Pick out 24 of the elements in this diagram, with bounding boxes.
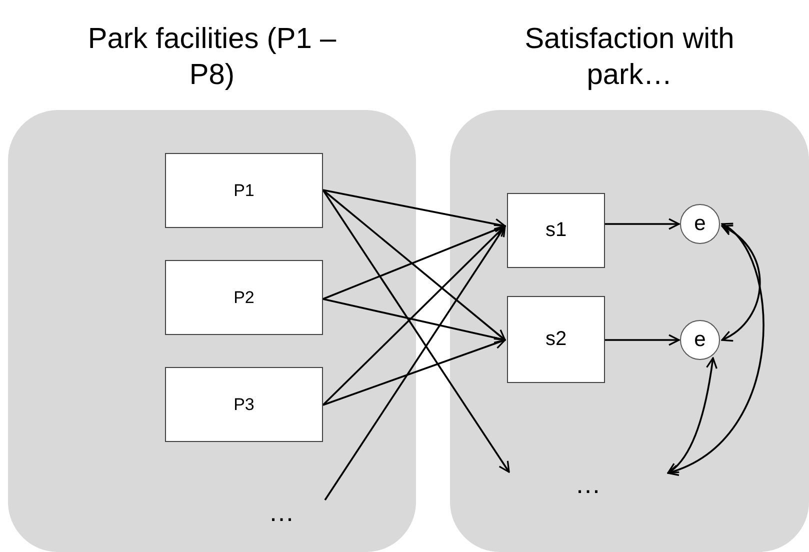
group-heading: Satisfaction with park…: [524, 22, 736, 93]
variable-box: s2: [507, 296, 605, 383]
arrow: [322, 224, 506, 300]
arrow: [605, 218, 680, 230]
arrow: [322, 189, 506, 341]
arrow: [605, 334, 680, 346]
arrow: [322, 189, 506, 230]
error-circle: e: [680, 204, 720, 244]
variable-box: P2: [165, 260, 323, 335]
arrow: [322, 225, 506, 406]
curved-arrow: [667, 357, 718, 474]
variable-box: s1: [507, 193, 605, 268]
error-circle: e: [680, 320, 720, 360]
ellipsis-text: …: [238, 494, 325, 530]
variable-box: P1: [165, 153, 323, 228]
ellipsis-text: …: [508, 462, 668, 506]
group-heading: Park facilities (P1 – P8): [86, 22, 338, 93]
arrow: [324, 225, 506, 500]
arrow: [322, 298, 506, 344]
curved-arrow: [721, 225, 761, 341]
arrow: [322, 190, 510, 473]
curved-arrow: [667, 223, 764, 475]
variable-box: P3: [165, 367, 323, 442]
arrow: [322, 338, 506, 406]
